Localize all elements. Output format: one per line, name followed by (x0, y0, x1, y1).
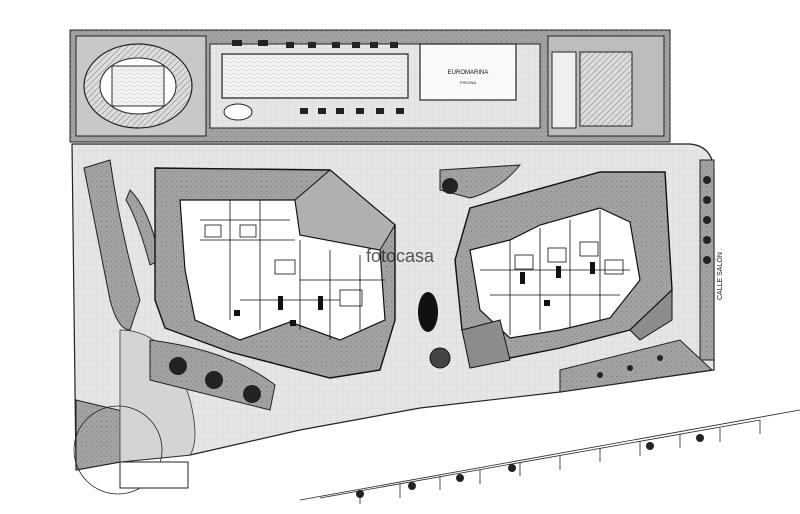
north-island (439, 164, 522, 199)
watermark: fotocasa (366, 246, 435, 266)
pool-area: EUROMARINA PISCINA (209, 43, 541, 129)
pool-label: EUROMARINA (448, 70, 489, 76)
south-parking (299, 409, 800, 504)
south-palms (356, 434, 704, 498)
building-a (154, 167, 396, 379)
building-b (454, 171, 673, 369)
southeast-lawn (559, 339, 714, 393)
west-planters (83, 159, 276, 411)
east-strip: CALLE SALÓN (699, 159, 724, 361)
central-planter (418, 292, 451, 369)
street-label: CALLE SALÓN (715, 252, 724, 300)
north-strip: EUROMARINA PISCINA (69, 29, 671, 143)
pool-sub-label: PISCINA (460, 80, 476, 85)
oval-plaza (75, 35, 207, 137)
right-plaza (547, 35, 665, 137)
loungers (232, 40, 404, 114)
